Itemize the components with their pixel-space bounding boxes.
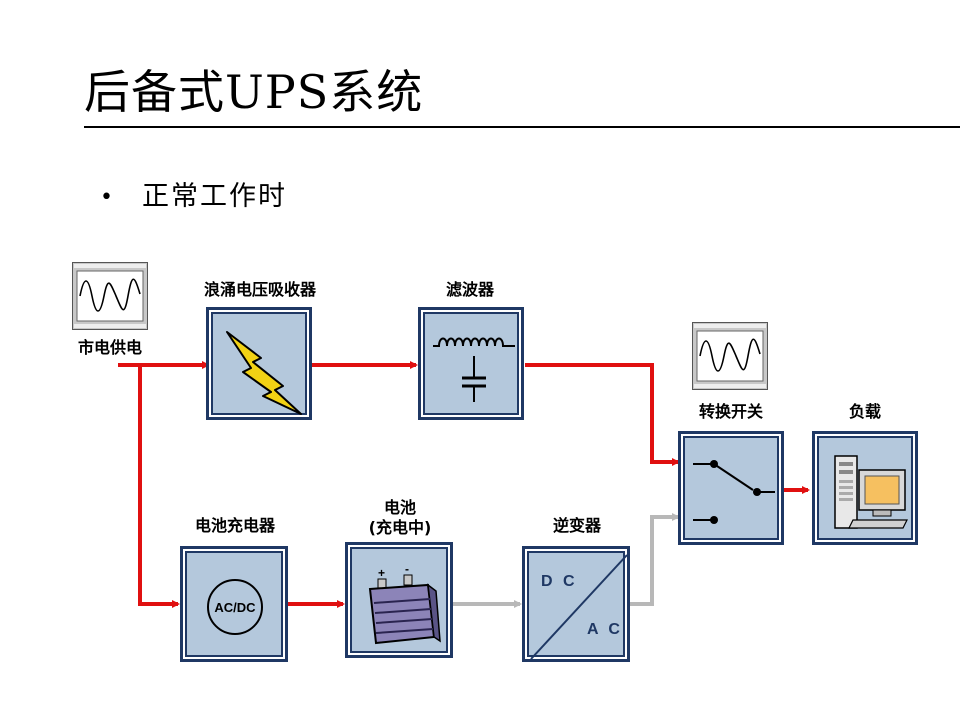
line-mains-to-charger — [138, 365, 180, 608]
inverter-ac-text: A C — [587, 621, 623, 638]
transfer-switch-label: 转换开关 — [698, 402, 763, 421]
acdc-symbol: AC/DC — [207, 579, 263, 635]
surge-suppressor-label: 浪涌电压吸收器 — [203, 280, 316, 299]
inverter-dc-text: D C — [541, 573, 578, 590]
inductor-capacitor-icon — [433, 337, 515, 402]
battery-charger-label: 电池充电器 — [194, 516, 275, 535]
transfer-switch-box — [678, 431, 784, 545]
filter-box — [418, 307, 524, 420]
inverter-box: D C A C — [522, 546, 630, 662]
computer-icon — [834, 455, 908, 529]
title-underline — [84, 126, 960, 128]
load-box — [812, 431, 918, 545]
lightning-icon — [226, 331, 302, 415]
load-label: 负载 — [848, 402, 881, 421]
bullet-marker: • — [100, 185, 113, 210]
slide-title: 后备式UPS系统 — [84, 65, 424, 119]
battery-icon: + - — [368, 562, 441, 645]
battery-minus: - — [405, 562, 409, 576]
battery-box: + - — [345, 542, 453, 658]
battery-label: 电池 — [383, 498, 416, 517]
battery-charger-box: AC/DC — [180, 546, 288, 662]
battery-charging-label: (充电中) — [368, 518, 432, 537]
line-inverter-to-switch — [630, 513, 680, 606]
inverter-waveform-icon — [692, 322, 768, 390]
surge-suppressor-box — [206, 307, 312, 420]
battery-plus: + — [378, 566, 385, 580]
switch-icon — [693, 460, 775, 524]
mains-label: 市电供电 — [77, 338, 142, 357]
filter-label: 滤波器 — [445, 280, 494, 299]
line-filter-to-switch — [525, 363, 680, 466]
inverter-label: 逆变器 — [552, 516, 601, 535]
dc-ac-divider — [530, 554, 628, 660]
bullet-text: 正常工作时 — [142, 181, 287, 212]
mains-waveform-icon — [72, 262, 148, 330]
